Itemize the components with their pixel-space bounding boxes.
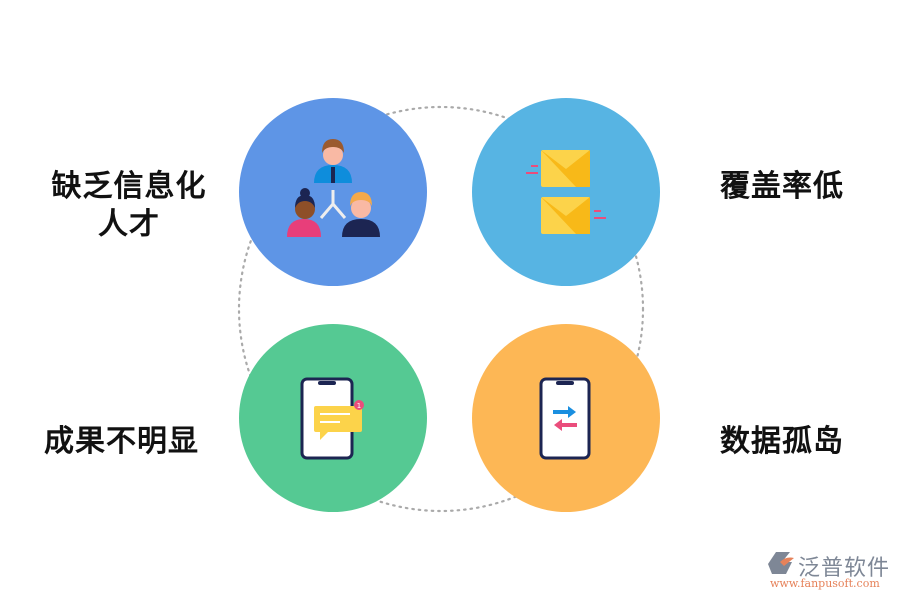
logo-name: 泛普软件 xyxy=(798,556,891,581)
notification-badge: 1 xyxy=(357,402,361,410)
team-hierarchy-icon xyxy=(287,139,380,237)
label-data-island: 数据孤岛 xyxy=(720,424,844,459)
phone-message-icon: 1 xyxy=(300,377,364,460)
dotted-ring xyxy=(237,105,645,513)
circle-coverage xyxy=(472,98,660,286)
label-coverage: 覆盖率低 xyxy=(720,169,844,204)
label-talent: 缺乏信息化 人才 xyxy=(44,168,214,244)
logo-url: www.fanpusoft.com xyxy=(770,577,880,590)
label-line-1: 缺乏信息化 xyxy=(51,169,207,204)
fanpu-logo-icon xyxy=(768,552,794,574)
envelopes-icon xyxy=(526,150,606,234)
label-line-2: 人才 xyxy=(98,207,160,242)
phone-transfer-icon xyxy=(539,377,591,460)
label-results: 成果不明显 xyxy=(44,424,199,459)
